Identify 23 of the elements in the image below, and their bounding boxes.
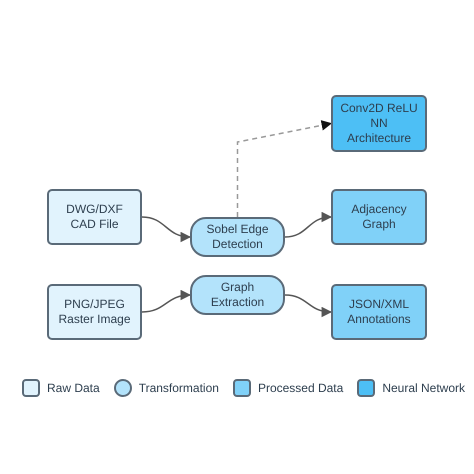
node-label: PNG/JPEG Raster Image [57, 297, 132, 327]
arrow [284, 212, 332, 238]
data-box [331, 95, 427, 152]
arrow [142, 290, 192, 313]
legend-label: Neural Network [382, 381, 466, 395]
node-label: Sobel Edge Detection [205, 222, 270, 252]
node-label: Adjacency Graph [350, 202, 408, 232]
node-label: DWG/DXF CAD File [65, 202, 124, 232]
process-pill [190, 275, 285, 315]
arrow [284, 294, 332, 317]
node-label: Graph Extraction [210, 280, 266, 310]
arrow [236, 120, 332, 217]
node-label: JSON/XML Annotations [346, 297, 412, 327]
legend-label: Processed Data [258, 381, 344, 395]
legend-label: Raw Data [47, 381, 100, 395]
legend-label: Transformation [138, 381, 219, 395]
data-box [47, 284, 142, 340]
arrow [142, 216, 192, 242]
process-pill [190, 217, 285, 257]
data-box [47, 189, 142, 245]
data-box [331, 189, 427, 245]
node-label: Conv2D ReLU NN Architecture [339, 101, 419, 146]
data-box [331, 284, 427, 340]
